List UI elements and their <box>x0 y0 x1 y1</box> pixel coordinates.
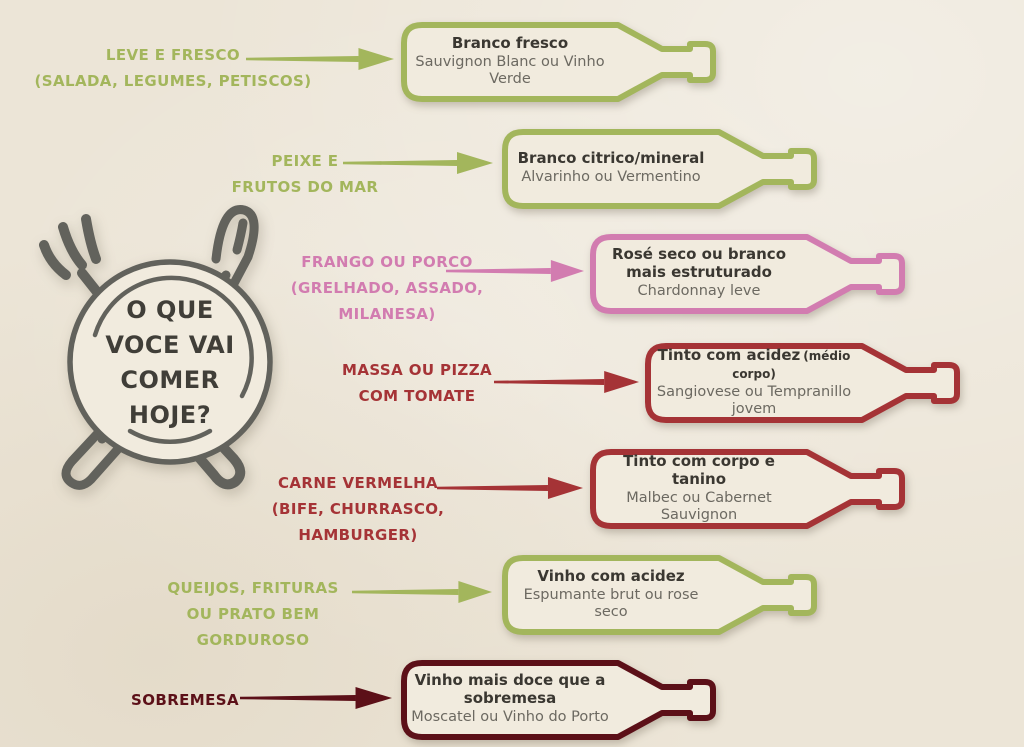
wine-bottle: Tinto com corpo e tanino Malbec ou Caber… <box>587 447 913 531</box>
plate-illustration <box>30 195 320 525</box>
bottle-text: Tinto com corpo e tanino Malbec ou Caber… <box>595 451 803 525</box>
food-label-line: CARNE VERMELHA <box>277 474 439 492</box>
bottle-title-text: Tinto com acidez <box>657 345 801 364</box>
food-label-peixe-e-frutos-do-mar: PEIXE E FRUTOS DO MAR <box>225 148 385 200</box>
food-label-line: OU PRATO BEM GORDUROSO <box>186 605 320 649</box>
arrow-icon <box>343 152 493 174</box>
food-label-line: SOBREMESA <box>131 691 239 709</box>
bottle-subtitle: Chardonnay leve <box>637 283 761 300</box>
bottle-title: Tinto com corpo e tanino <box>595 452 803 488</box>
food-label-sobremesa: SOBREMESA <box>105 687 265 713</box>
bottle-title-suffix: (médio corpo) <box>732 348 851 381</box>
bottle-subtitle: Moscatel ou Vinho do Porto <box>411 709 609 726</box>
bottle-subtitle: Alvarinho ou Vermentino <box>521 169 701 186</box>
wine-bottle-outline-icon <box>590 234 905 314</box>
plate-fork-knife-icon <box>39 205 273 490</box>
wine-bottle-outline-icon <box>502 129 817 209</box>
bottle-text: Branco citrico/mineral Alvarinho ou Verm… <box>507 131 715 205</box>
bottle-title-text: Rosé seco ou branco mais estruturado <box>611 245 787 282</box>
food-label-queijos-frituras: QUEIJOS, FRITURAS OU PRATO BEM GORDUROSO <box>133 575 373 653</box>
food-label-line: (SALADA, LEGUMES, PETISCOS) <box>34 72 312 90</box>
bottle-text: Tinto com acidez(médio corpo) Sangiovese… <box>650 345 858 419</box>
bottle-title: Vinho com acidez <box>537 567 684 585</box>
food-label-frango-ou-porco: FRANGO OU PORCO (GRELHADO, ASSADO, MILAN… <box>252 249 522 327</box>
bottle-subtitle: Sangiovese ou Tempranillo jovem <box>656 383 852 417</box>
arrow-icon <box>446 260 584 282</box>
plate-circle <box>67 259 273 465</box>
wine-bottle-outline-icon <box>401 660 716 740</box>
arrow-icon <box>240 687 392 709</box>
bottle-title: Branco citrico/mineral <box>518 149 705 167</box>
wine-bottle-outline-icon <box>502 555 817 635</box>
food-label-line: PEIXE E <box>271 152 339 170</box>
bottle-text: Rosé seco ou branco mais estruturado Cha… <box>595 236 803 310</box>
food-label-massa-ou-pizza: MASSA OU PIZZA COM TOMATE <box>338 357 496 409</box>
wine-bottle-outline-icon <box>590 449 905 529</box>
food-label-line: (BIFE, CHURRASCO, HAMBURGER) <box>271 500 445 544</box>
food-label-leve-e-fresco: LEVE E FRESCO (SALADA, LEGUMES, PETISCOS… <box>28 42 318 94</box>
food-label-line: COM TOMATE <box>358 387 476 405</box>
plate-question-title: O QUE VOCE VAI COMER HOJE? <box>105 296 235 429</box>
wine-bottle: Branco fresco Sauvignon Blanc ou Vinho V… <box>398 20 724 104</box>
wine-bottle: Branco citrico/mineral Alvarinho ou Verm… <box>499 127 825 211</box>
bottle-title: Tinto com acidez(médio corpo) <box>650 346 858 382</box>
food-label-line: (GRELHADO, ASSADO, MILANESA) <box>290 279 484 323</box>
food-label-line: FRANGO OU PORCO <box>301 253 473 271</box>
bottle-title-text: Branco fresco <box>451 33 569 52</box>
arrow-icon <box>246 48 394 70</box>
arrow-icon <box>437 477 583 499</box>
food-label-line: FRUTOS DO MAR <box>231 178 379 196</box>
wine-bottle-outline-icon <box>401 22 716 102</box>
arrow-icon <box>352 581 492 603</box>
bottle-text: Vinho com acidez Espumante brut ou rose … <box>507 557 715 631</box>
bottle-subtitle: Espumante brut ou rose seco <box>523 586 699 620</box>
food-label-carne-vermelha: CARNE VERMELHA (BIFE, CHURRASCO, HAMBURG… <box>222 470 494 548</box>
wine-bottle: Vinho mais doce que a sobremesa Moscatel… <box>398 658 724 742</box>
wine-bottle: Vinho com acidez Espumante brut ou rose … <box>499 553 825 637</box>
bottle-title-text: Vinho com acidez <box>537 566 685 585</box>
food-label-line: LEVE E FRESCO <box>105 46 241 64</box>
bottle-text: Vinho mais doce que a sobremesa Moscatel… <box>406 662 614 736</box>
plate-inner-rim <box>92 275 254 444</box>
food-label-line: MASSA OU PIZZA <box>342 361 492 379</box>
bottle-title: Vinho mais doce que a sobremesa <box>406 671 614 707</box>
food-label-line: QUEIJOS, FRITURAS <box>167 579 339 597</box>
wine-bottle: Rosé seco ou branco mais estruturado Cha… <box>587 232 913 316</box>
arrow-icon <box>494 371 639 393</box>
bottle-title: Branco fresco <box>452 34 568 52</box>
bottle-title-text: Tinto com corpo e tanino <box>623 451 775 488</box>
bottle-subtitle: Sauvignon Blanc ou Vinho Verde <box>415 53 605 87</box>
wine-bottle-outline-icon <box>645 343 960 423</box>
bottle-text: Branco fresco Sauvignon Blanc ou Vinho V… <box>406 24 614 98</box>
bottle-title-text: Branco citrico/mineral <box>517 149 705 168</box>
bottle-title-text: Vinho mais doce que a sobremesa <box>414 671 606 708</box>
bottle-title: Rosé seco ou branco mais estruturado <box>595 245 803 281</box>
wine-bottle: Tinto com acidez(médio corpo) Sangiovese… <box>642 341 968 425</box>
bottle-subtitle: Malbec ou Cabernet Sauvignon <box>626 489 772 523</box>
